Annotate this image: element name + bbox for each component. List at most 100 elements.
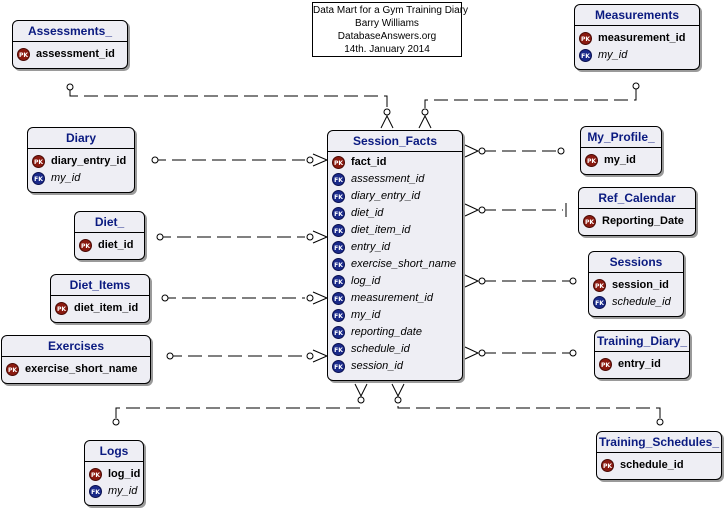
attribute-row: PK assessment_id [13,46,127,63]
attribute-name: schedule_id [351,343,410,355]
attribute-row: FK schedule_id [589,294,683,311]
attribute-name: diet_item_id [74,302,139,314]
attribute-name: session_id [351,360,403,372]
primary-key-icon: PK [585,154,598,167]
foreign-key-icon: FK [332,343,345,356]
primary-key-icon: PK [55,302,68,315]
attribute-row: PK Reporting_Date [579,213,695,230]
attribute-row: FK schedule_id [328,341,462,358]
entity-divider [589,272,683,273]
primary-key-icon: PK [601,459,614,472]
attribute-name: diary_entry_id [351,190,421,202]
attribute-row: FK session_id [328,358,462,375]
entity-title: Measurements [594,8,680,22]
entity-title: Ref_Calendar [598,191,676,205]
primary-key-icon: PK [6,363,19,376]
entity-divider [85,461,143,462]
foreign-key-icon: FK [332,360,345,373]
primary-key-icon: PK [599,358,612,371]
primary-key-icon: PK [89,468,102,481]
entity-divider [75,232,144,233]
caption-author: Barry Williams [355,18,419,29]
foreign-key-icon: FK [593,296,606,309]
attribute-name: my_id [351,309,381,321]
primary-key-icon: PK [593,279,606,292]
entity-title: Diary [65,131,97,145]
attribute-name: Reporting_Date [602,215,684,227]
attribute-row: FK my_id [28,170,134,187]
foreign-key-icon: FK [332,207,345,220]
attribute-name: diet_item_id [351,224,411,236]
primary-key-icon: PK [583,215,596,228]
attribute-name: reporting_date [351,326,422,338]
caption-site: DatabaseAnswers.org [337,31,437,42]
attribute-name: my_id [51,172,81,184]
attribute-row: PK fact_id [328,154,462,171]
entity-title: My_Profile_ [587,130,655,144]
entity-divider [28,148,134,149]
attribute-name: assessment_id [36,48,115,60]
attribute-row: FK reporting_date [328,324,462,341]
primary-key-icon: PK [579,32,592,45]
foreign-key-icon: FK [332,292,345,305]
attribute-row: PK my_id [581,152,661,169]
entity-logs[interactable]: Logs PK log_id FK my_id [84,440,144,506]
entity-title: Assessments_ [27,24,113,38]
attribute-name: entry_id [618,358,661,370]
entity-ref-calendar[interactable]: Ref_Calendar PK Reporting_Date [578,187,696,236]
entity-title: Diet_Items [69,278,131,292]
entity-training-schedules[interactable]: Training_Schedules_ PK schedule_id [596,431,722,480]
attribute-name: measurement_id [351,292,433,304]
attribute-name: log_id [108,468,141,480]
entity-my-profile[interactable]: My_Profile_ PK my_id [580,126,662,175]
entity-title: Session_Facts [352,134,438,148]
foreign-key-icon: FK [32,172,45,185]
primary-key-icon: PK [332,156,345,169]
attribute-row: PK entry_id [595,356,689,373]
attribute-name: fact_id [351,156,387,168]
entity-title: Training_Schedules_ [598,435,720,449]
attribute-row: FK measurement_id [328,290,462,307]
foreign-key-icon: FK [332,190,345,203]
diagram-caption: Data Mart for a Gym Training Diary Barry… [312,2,468,57]
entity-assessments[interactable]: Assessments_ PK assessment_id [12,20,128,69]
foreign-key-icon: FK [332,326,345,339]
foreign-key-icon: FK [89,485,102,498]
attribute-row: FK my_id [575,47,699,64]
entity-divider [581,147,661,148]
foreign-key-icon: FK [332,275,345,288]
entity-title: Logs [99,444,129,458]
entity-divider [13,41,127,42]
foreign-key-icon: FK [579,49,592,62]
primary-key-icon: PK [79,239,92,252]
primary-key-icon: PK [32,155,45,168]
attribute-name: assessment_id [351,173,425,185]
entity-diet-items[interactable]: Diet_Items PK diet_item_id [50,274,150,323]
attribute-name: entry_id [351,241,391,253]
attribute-row: FK diary_entry_id [328,188,462,205]
attribute-row: PK log_id [85,466,143,483]
attribute-name: schedule_id [620,459,684,471]
primary-key-icon: PK [17,48,30,61]
attribute-name: my_id [604,154,636,166]
attribute-name: my_id [598,49,628,61]
attribute-name: my_id [108,485,138,497]
attribute-name: schedule_id [612,296,671,308]
caption-date: 14th. January 2014 [344,44,430,55]
